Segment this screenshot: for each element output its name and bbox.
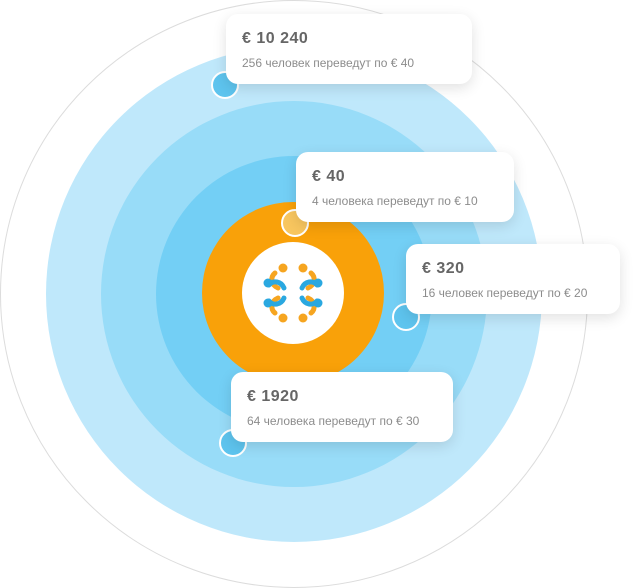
ring-level-3-description: 64 человека переведут по € 30 — [247, 414, 420, 428]
ring-level-3-card: € 1920 64 человека переведут по € 30 — [231, 372, 453, 442]
ring-level-2-amount: € 320 — [422, 260, 465, 277]
logo-circle — [242, 242, 344, 344]
ring-level-1-description: 4 человека переведут по € 10 — [312, 194, 478, 208]
ring-level-4-description: 256 человек переведут по € 40 — [242, 56, 415, 70]
people-circle-logo-icon — [261, 261, 325, 325]
ring-level-1-amount: € 40 — [312, 168, 346, 185]
ring-level-1-card: € 40 4 человека переведут по € 10 — [296, 152, 514, 222]
ring-level-4-card: € 10 240 256 человек переведут по € 40 — [226, 14, 472, 84]
ring-level-4-amount: € 10 240 — [242, 30, 309, 47]
ring-level-3-amount: € 1920 — [247, 388, 299, 405]
ring-level-2-description: 16 человек переведут по € 20 — [422, 286, 588, 300]
ring-level-2-card: € 320 16 человек переведут по € 20 — [406, 244, 620, 314]
